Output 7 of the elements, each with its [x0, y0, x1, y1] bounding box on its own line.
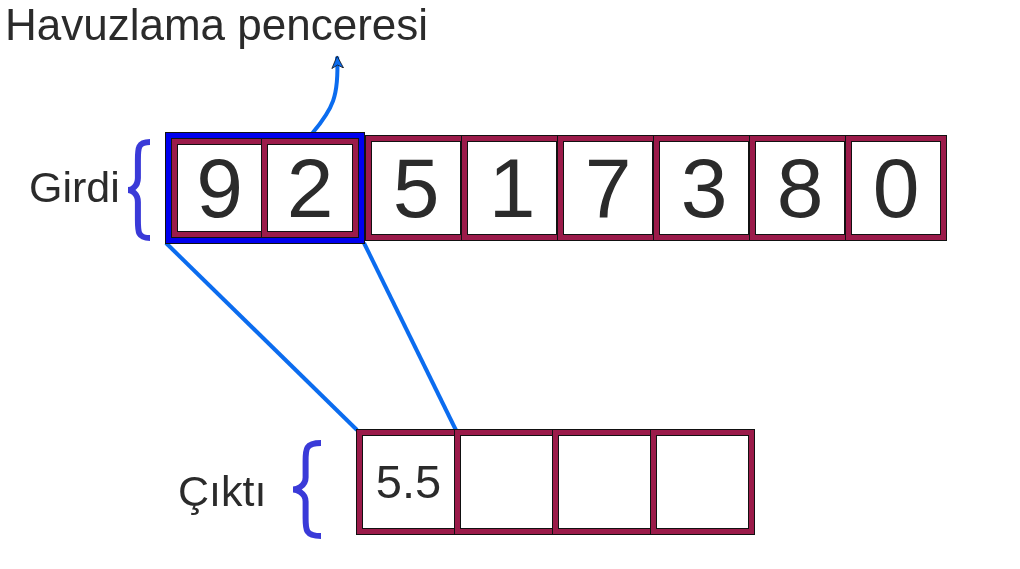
projection-line	[362, 242, 458, 431]
curved-arrow	[310, 55, 344, 135]
window-label: Havuzlama penceresi	[5, 0, 429, 51]
row-label: Girdi	[29, 163, 120, 213]
row-label: Çıktı	[178, 467, 267, 517]
projection-line	[164, 241, 359, 432]
pooling-window	[166, 133, 364, 243]
